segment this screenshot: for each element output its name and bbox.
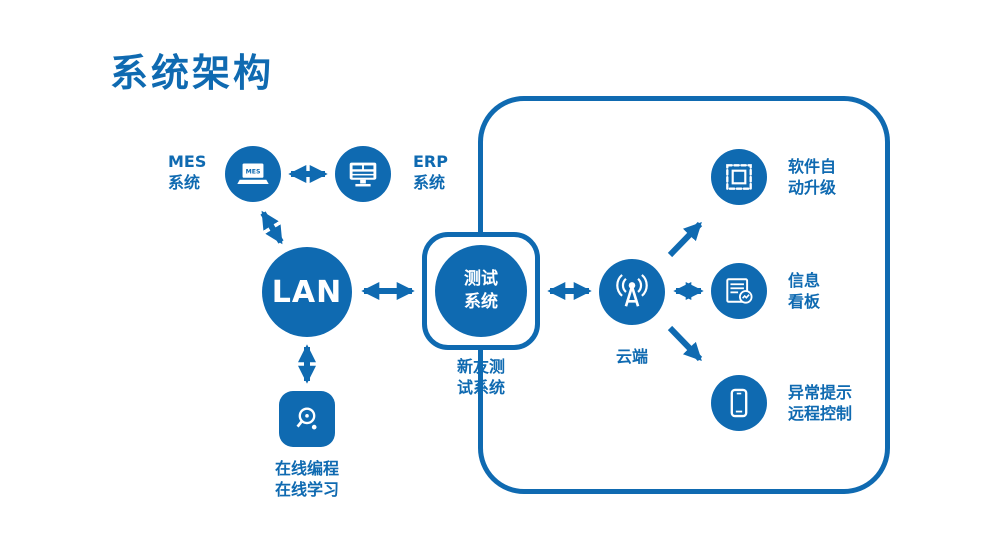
test-system-caption: 新友测 试系统 [456,357,505,397]
laptop-icon: MES [237,163,269,184]
lan-label: LAN [271,274,343,310]
cloud-caption: 云端 [615,347,648,366]
node-remote-control [711,375,767,431]
remote-control-label: 异常提示 远程控制 [788,383,853,423]
node-online-learning [279,391,335,447]
dashboard-icon [726,278,753,304]
node-software-upgrade [711,149,767,205]
node-test-system: 测试 系统 [422,232,540,350]
mes-label: MES 系统 [168,152,207,192]
smartphone-icon [730,388,748,418]
magnifier-disk-icon [296,407,317,430]
software-upgrade-label: 软件自 动升级 [788,157,837,197]
test-system-circle: 测试 系统 [435,245,527,337]
erp-label: ERP 系统 [413,152,448,192]
laptop-screen-text: MES [246,169,261,176]
node-cloud [599,259,665,325]
node-lan: LAN [262,247,352,337]
monitor-icon [349,162,377,187]
info-board-label: 信息 看板 [788,271,821,311]
arrow-mes-lan [260,210,284,245]
node-info-board [711,263,767,319]
node-mes: MES [225,146,281,202]
page-title: 系统架构 [110,51,275,95]
online-learning-label: 在线编程 在线学习 [274,459,339,499]
node-erp [335,146,391,202]
stamp-icon [726,164,752,190]
broadcast-antenna-icon [616,274,648,307]
